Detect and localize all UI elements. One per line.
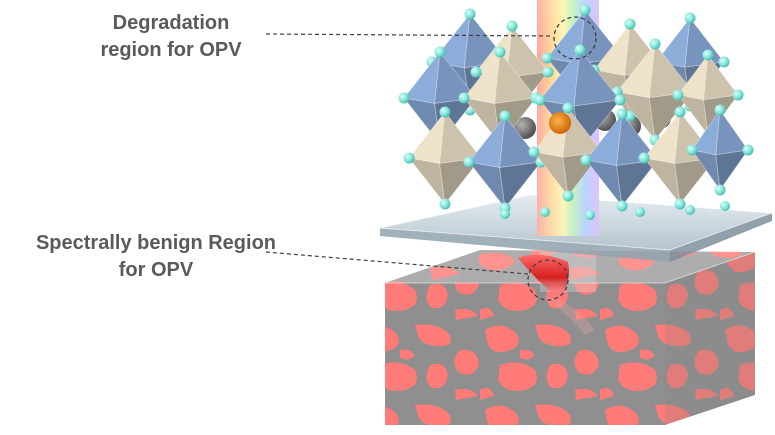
halide-atom xyxy=(540,207,550,217)
halide-atom xyxy=(720,201,730,211)
halide-atom xyxy=(742,144,754,156)
octahedron-14 xyxy=(638,106,722,210)
halide-atom xyxy=(562,102,574,114)
halide-atom xyxy=(616,108,628,120)
a-site-atom-illuminated xyxy=(549,112,571,134)
halide-atom xyxy=(403,152,415,164)
halide-atom xyxy=(562,190,574,202)
halide-atom xyxy=(506,20,518,32)
halide-atom xyxy=(500,209,510,219)
halide-atom xyxy=(494,46,506,58)
octahedron-13 xyxy=(580,108,664,212)
callouts xyxy=(265,16,597,301)
halide-atom xyxy=(574,44,586,56)
halide-atom xyxy=(624,18,636,30)
benign-label-line1: Spectrally benign Region xyxy=(35,232,277,254)
halide-atom xyxy=(718,56,730,68)
halide-atom xyxy=(635,207,645,217)
benign-callout-circle xyxy=(527,259,569,301)
halide-atom xyxy=(458,92,470,104)
halide-atom xyxy=(714,184,726,196)
film-side-face xyxy=(665,252,755,425)
halide-atom xyxy=(684,12,696,24)
octahedron-5 xyxy=(611,38,699,146)
red-beam-slice xyxy=(518,254,569,300)
halide-atom xyxy=(499,110,511,122)
halide-atom xyxy=(470,66,482,78)
halide-atom xyxy=(674,106,686,118)
halide-atom xyxy=(638,152,650,164)
halide-atom xyxy=(702,49,714,61)
halide-atom xyxy=(542,66,554,78)
halide-atom xyxy=(685,205,695,215)
halide-atom xyxy=(674,198,686,210)
degradation-label-line2: region for OPV xyxy=(100,39,242,61)
halide-atom xyxy=(686,144,698,156)
halide-atom xyxy=(732,89,744,101)
halide-atom xyxy=(463,156,475,168)
a-site-atom xyxy=(514,117,536,139)
halide-atom xyxy=(585,210,595,220)
octahedron-15 xyxy=(686,104,754,196)
benign-label-line2: for OPV xyxy=(118,259,194,281)
benign-leader-line xyxy=(265,251,529,275)
halide-atom xyxy=(616,200,628,212)
benign-region-label: Spectrally benign Region for OPV xyxy=(6,230,306,284)
film-front-face xyxy=(385,283,665,425)
degradation-leader-line xyxy=(265,33,554,37)
halide-atom xyxy=(614,94,626,106)
halide-atom xyxy=(464,8,476,20)
halide-atom xyxy=(579,4,591,16)
octahedron-7 xyxy=(458,46,542,150)
degradation-label-line1: Degradation xyxy=(112,12,230,34)
degradation-callout-circle xyxy=(553,16,597,60)
halide-atom xyxy=(541,52,553,64)
perovskite-crystal xyxy=(398,4,754,220)
halide-atom xyxy=(398,92,410,104)
halide-atom xyxy=(434,46,446,58)
halide-atom xyxy=(714,104,726,116)
octahedron-10 xyxy=(403,106,487,210)
halide-atom xyxy=(439,198,451,210)
halide-atom xyxy=(528,146,540,158)
halide-atom xyxy=(580,154,592,166)
halide-atom xyxy=(649,38,661,50)
film-block xyxy=(385,250,756,425)
halide-atom xyxy=(439,106,451,118)
halide-atom xyxy=(534,94,546,106)
degradation-region-label: Degradation region for OPV xyxy=(78,10,264,64)
halide-atom xyxy=(672,89,684,101)
